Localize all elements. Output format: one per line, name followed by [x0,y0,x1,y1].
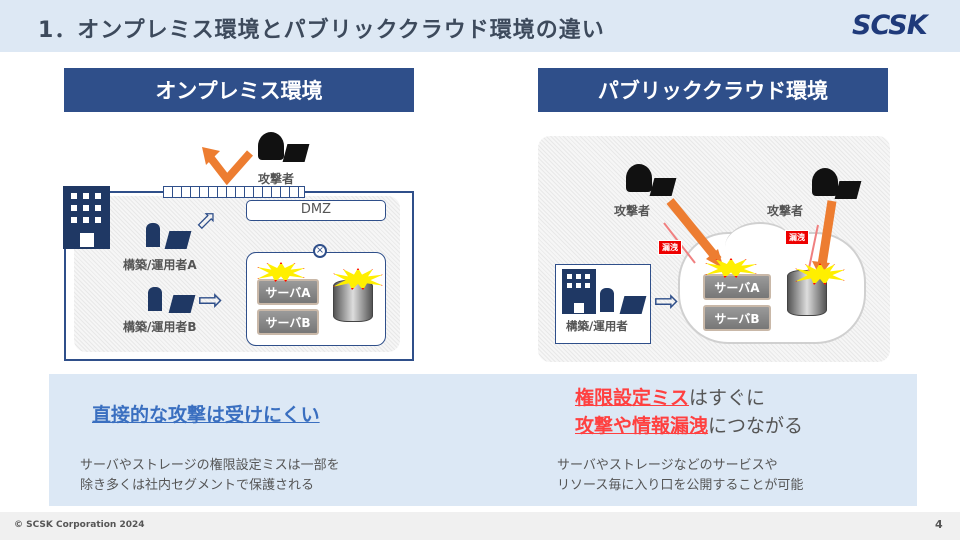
cloud-server-b: サーバB [703,305,771,331]
desc-line: リソース毎に入り口を公開することが可能 [557,478,804,493]
summary-text: につながる [708,415,804,437]
footer [0,512,960,540]
page-title: 1．オンプレミス環境とパブリッククラウド環境の違い [38,18,605,43]
cloud-description: サーバやストレージなどのサービスやリソース毎に入り口を公開することが可能 [557,456,803,496]
cloud-summary: 権限設定ミスはすぐに 攻撃や情報漏洩につながる [575,384,803,440]
building-icon [63,186,110,249]
deflected-arrow-icon [200,145,260,186]
attacker-icon [812,168,838,196]
desc-line: 除き多くは社内セグメントで保護される [80,478,315,493]
desc-line: サーバやストレージの権限設定ミスは一部を [80,458,340,473]
user-a-label: 構築/運用者A [123,258,197,272]
copyright: © SCSK Corporation 2024 [14,520,145,530]
summary-panel [49,374,917,506]
user-icon [148,287,162,311]
onprem-description: サーバやストレージの権限設定ミスは一部を除き多くは社内セグメントで保護される [80,456,340,496]
user-icon [146,223,160,247]
attacker-icon [258,132,284,160]
server-b: サーバB [257,309,319,335]
user-icon [600,288,614,312]
dmz-box: DMZ [246,200,386,221]
summary-highlight: 攻撃や情報漏洩 [575,415,709,437]
access-arrow-icon: ⇨ [654,284,680,319]
onprem-summary: 直接的な攻撃は受けにくい [92,404,320,426]
leak-badge: 漏洩 [785,230,809,245]
attacker-icon [626,164,652,192]
access-arrow-icon: ⇨ [198,283,224,318]
database-icon [333,280,373,322]
page-number: 4 [935,518,943,531]
laptop-icon [282,144,310,162]
summary-text: はすぐに [689,387,766,409]
server-a: サーバA [257,279,319,305]
firewall-icon [163,186,305,198]
blocked-icon: × [313,244,327,258]
title-bar [0,0,960,52]
cloud-heading: パブリッククラウド環境 [538,68,888,112]
onprem-heading: オンプレミス環境 [64,68,414,112]
summary-highlight: 権限設定ミス [575,387,690,409]
building-icon [562,269,596,314]
user-b-label: 構築/運用者B [123,320,197,334]
attacker-label: 攻撃者 [614,204,651,218]
attacker-label: 攻撃者 [258,172,295,186]
desc-line: サーバやストレージなどのサービスや [557,458,778,473]
user-label: 構築/運用者 [566,319,628,333]
scsk-logo: SCSK [852,10,928,41]
attacker-label: 攻撃者 [767,204,804,218]
leak-badge: 漏洩 [658,240,682,255]
